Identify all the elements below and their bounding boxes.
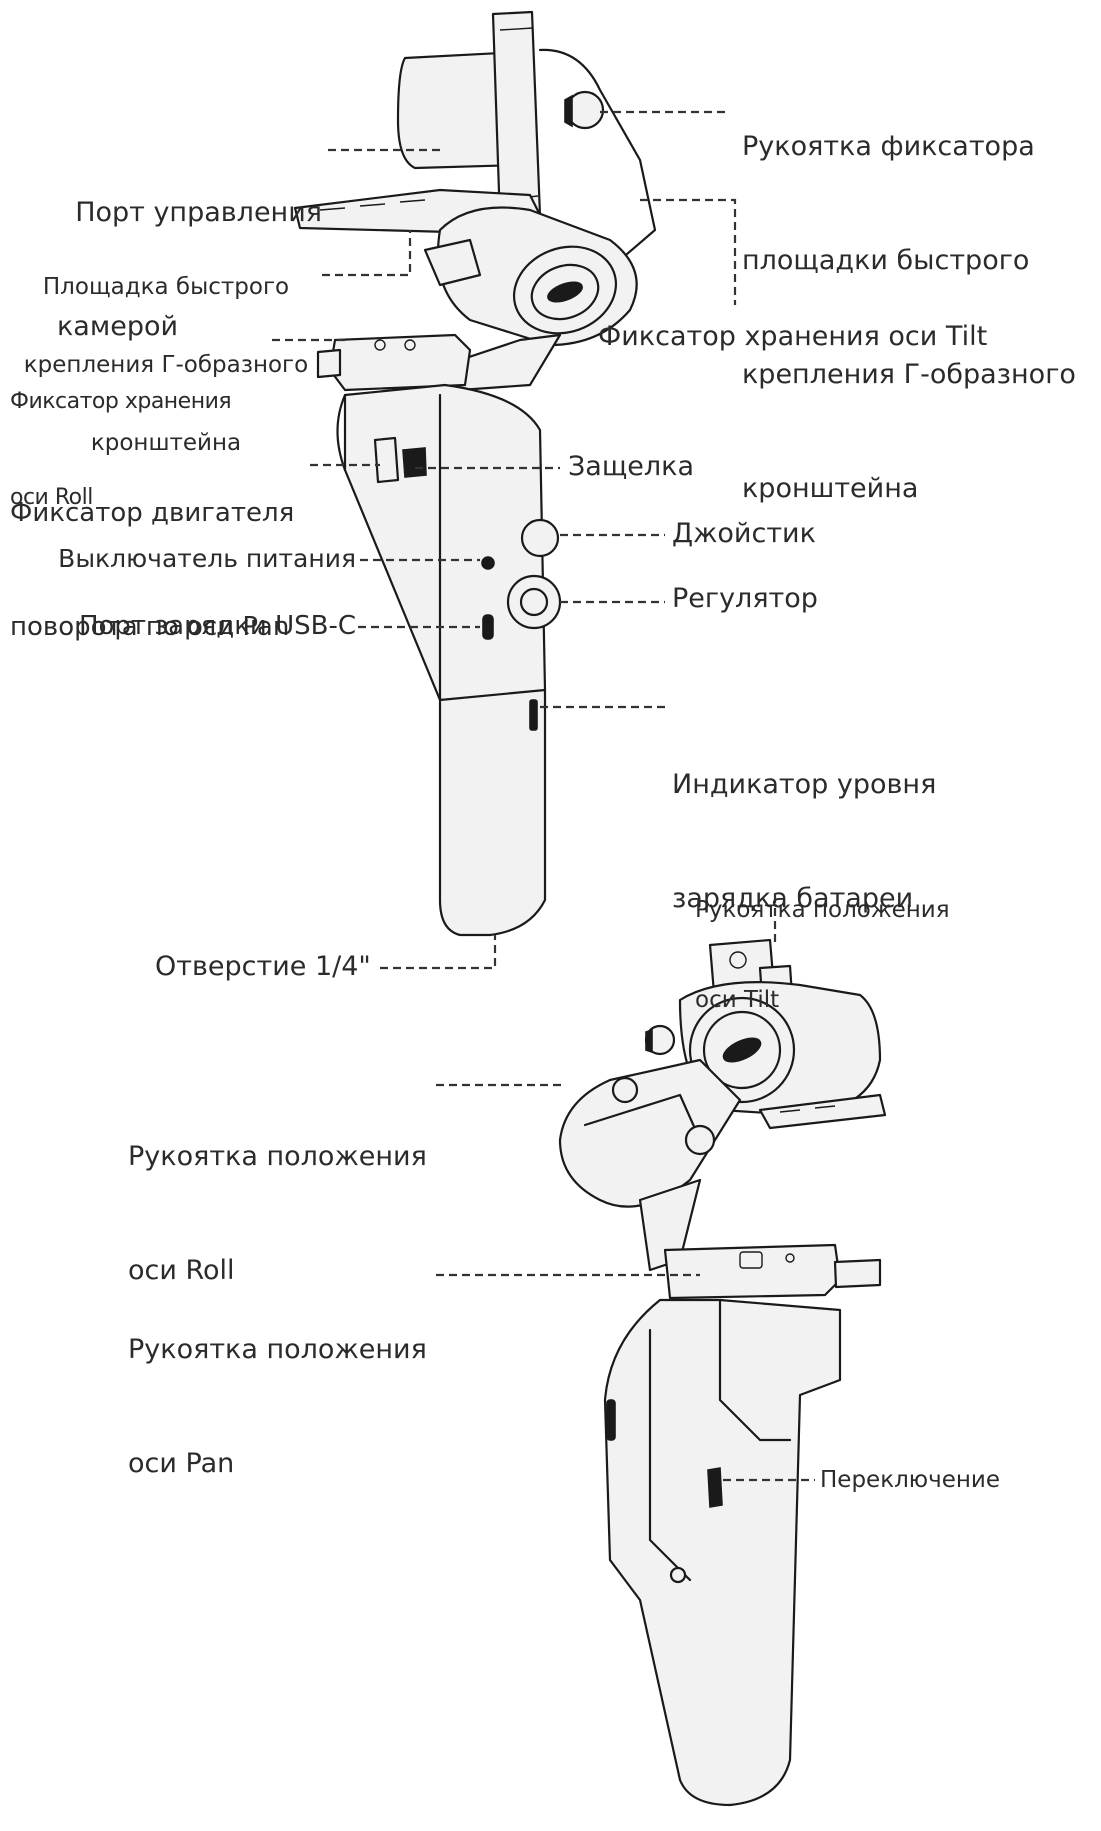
label-hole: Отверстие 1/4" [155,948,371,986]
label-lbracket-knob-line4: кронштейна [742,470,1076,508]
label-roll-lock-line1: Фиксатор хранения [10,386,231,418]
label-tilt-knob-line1: Рукоятка положения [695,895,950,925]
label-lbracket-knob-line1: Рукоятка фиксатора [742,128,1076,166]
label-tilt-knob-line2: оси Tilt [695,985,950,1015]
label-pan-knob: Рукоятка положения оси Pan [128,1255,427,1521]
label-power-switch: Выключатель питания [20,540,356,578]
label-pan-knob-line1: Рукоятка положения [128,1331,427,1369]
label-lbracket-knob-line2: площадки быстрого [742,242,1076,280]
label-pan-knob-line2: оси Pan [128,1445,427,1483]
label-lbracket-knob: Рукоятка фиксатора площадки быстрого кре… [742,52,1076,546]
label-tilt-lock: Фиксатор хранения оси Tilt [598,318,987,356]
gimbal-side-view [560,940,885,1805]
label-battery-indicator-line1: Индикатор уровня [672,766,936,804]
label-pan-motor-lock-line1: Фиксатор двигателя [10,494,294,532]
label-usbc-port: Порт зарядки USB-C [40,607,356,645]
label-switch: Переключение [820,1467,1000,1493]
label-latch: Защелка [568,448,694,486]
label-lbracket-knob-line3: крепления Г-образного [742,356,1076,394]
label-roll-knob-line1: Рукоятка положения [128,1138,427,1176]
label-joystick: Джойстик [672,515,816,553]
label-lbracket-plate-line1: Площадка быстрого [6,274,326,300]
label-tilt-knob: Рукоятка положения оси Tilt [695,835,950,1045]
label-dial: Регулятор [672,580,818,618]
